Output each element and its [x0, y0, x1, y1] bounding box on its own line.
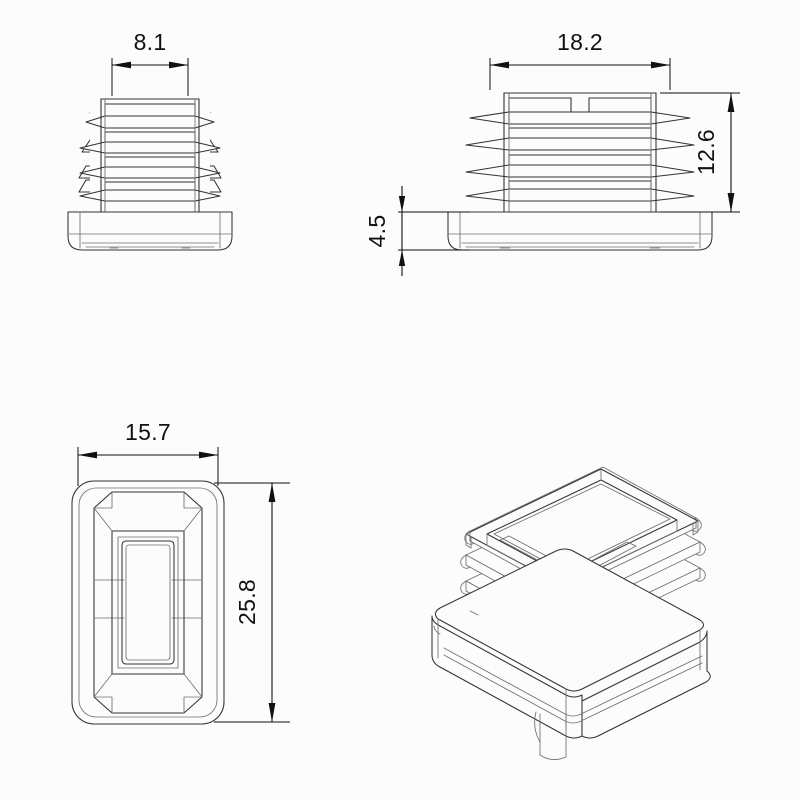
dimension-8-1: 8.1: [111, 29, 189, 96]
dimension-label-flange-thickness: 4.5: [364, 215, 390, 248]
front-view: 18.2 12.6 4.5: [364, 29, 740, 276]
dimension-label-top-length: 25.8: [234, 579, 260, 625]
dimension-12-6: 12.6: [660, 92, 740, 213]
dimension-label-front-height: 12.6: [693, 129, 719, 175]
isometric-view: [431, 466, 711, 760]
dimension-label-side-width: 8.1: [134, 29, 167, 55]
top-view: 15.7 25.8: [71, 419, 290, 725]
dimension-4-5: 4.5: [364, 186, 470, 276]
dimension-label-top-width: 15.7: [125, 419, 171, 445]
dimension-label-front-width: 18.2: [557, 29, 603, 55]
side-view: 8.1: [67, 29, 233, 251]
dimension-15-7: 15.7: [77, 419, 219, 486]
dimension-25-8: 25.8: [214, 482, 290, 723]
dimension-18-2: 18.2: [489, 29, 671, 90]
